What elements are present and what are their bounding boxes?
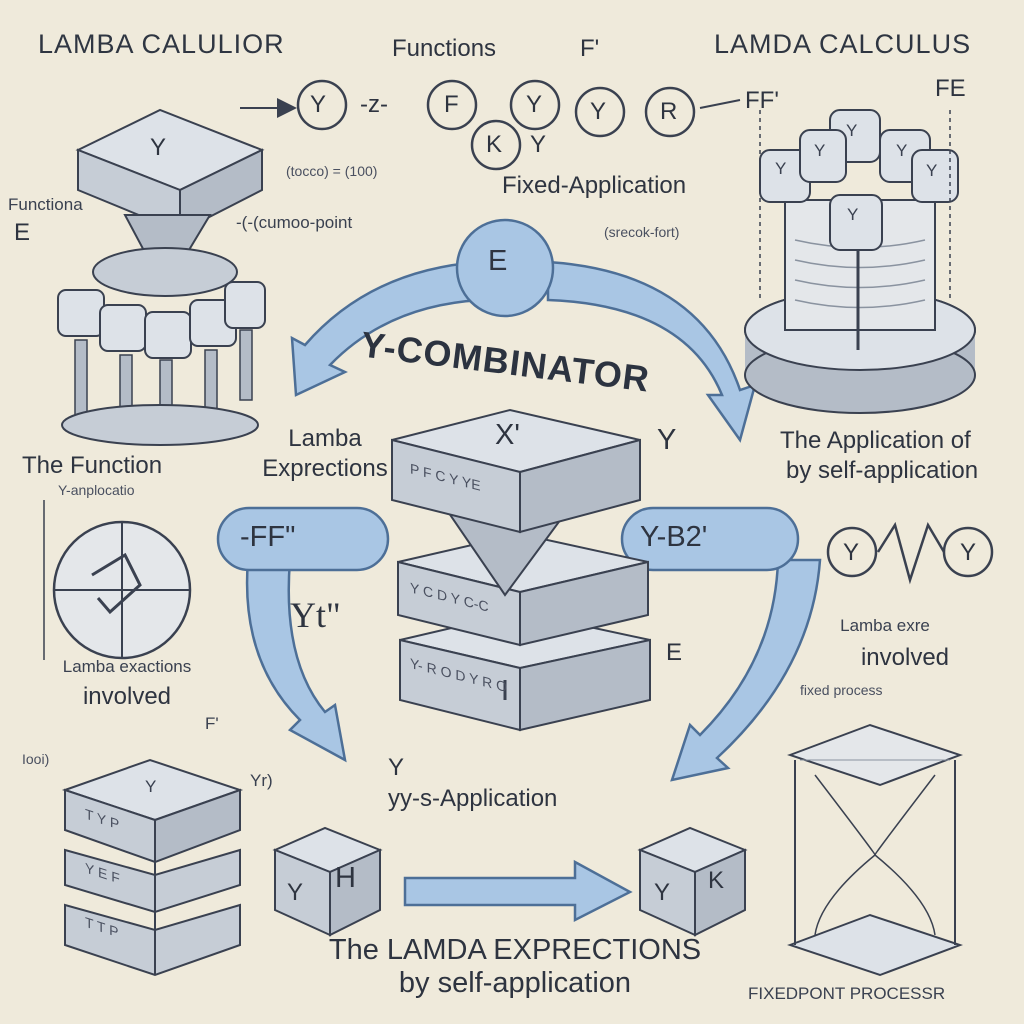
formula-y-1: Y	[310, 91, 327, 118]
label-lamba-exactions-1: Lamba exactions	[62, 657, 192, 676]
label-y-anplocation: Y-anplocatio	[58, 482, 135, 498]
label-lamba-exactions-2: involved	[82, 683, 172, 710]
label-functions-top: Functions	[392, 35, 497, 62]
label-yy-s-application: yy-s-Application	[388, 785, 558, 812]
label-paren-eq: (tocco) = (100)	[286, 163, 378, 179]
cube-right-face-k: K	[708, 867, 725, 894]
label-e-mark: E	[666, 639, 683, 666]
pill-right-label: Y-B2'	[640, 521, 708, 553]
heading-bottom-right: FIXEDPONT PROCESSR	[748, 984, 946, 1003]
formula-f: F	[444, 91, 459, 118]
formula-z: -z-	[360, 91, 388, 118]
top-left-block-letter: Y	[150, 134, 167, 161]
label-application-of-2: by self-application	[786, 457, 979, 484]
formula-r: R	[660, 98, 678, 125]
bottom-left-top-letter: Y	[145, 777, 157, 796]
cube-right-face-y: Y	[654, 879, 671, 906]
formula-circles	[240, 79, 741, 171]
cyl-letter-3: Y	[814, 141, 826, 160]
cyl-letter-4: Y	[896, 141, 908, 160]
pill-shapes	[216, 218, 800, 572]
label-lamba-expr-1: Lamba	[288, 425, 362, 452]
label-f-mid-left: F'	[205, 714, 219, 733]
cycle-arrows	[245, 260, 822, 923]
label-fixed-application: Fixed-Application	[502, 172, 687, 199]
center-stack	[391, 408, 651, 732]
arrow-top-left	[290, 260, 484, 397]
label-yt: Yt"	[290, 595, 341, 635]
cyl-letter-5: Y	[926, 161, 938, 180]
pill-left	[216, 506, 390, 572]
bottom-cubes	[272, 826, 748, 937]
label-yr-paren: Yr)	[250, 771, 273, 790]
label-lamba-expr-2: Exprections	[262, 455, 388, 482]
top-right-cylinder	[744, 109, 976, 414]
formula-y-3: Y	[590, 98, 607, 125]
center-block-top-letter: X'	[495, 419, 520, 451]
label-functiona: Functiona	[8, 195, 83, 214]
formula-y-row2: Y	[530, 131, 547, 158]
formula-y-2: Y	[526, 91, 543, 118]
label-fixed-process: fixed process	[800, 682, 883, 698]
pill-circle-label: E	[488, 245, 508, 277]
label-application-of-1: The Application of	[780, 427, 971, 454]
label-the-function: The Function	[22, 452, 163, 479]
arrow-left-down	[245, 558, 347, 763]
pill-circle	[455, 218, 555, 318]
label-y-apostrophe: Y	[657, 424, 677, 456]
cyl-letter-2: Y	[775, 159, 787, 178]
arrow-top-right	[546, 260, 757, 443]
zigzag-figure	[826, 521, 994, 585]
heading-bottom-2: by self-application	[398, 967, 632, 999]
hourglass-frame	[787, 723, 963, 977]
label-fe-top-right: FE	[935, 75, 966, 102]
heading-top-right: LAMDA CALCULUS	[714, 29, 972, 59]
arrow-bottom	[403, 859, 633, 923]
left-circle-figure	[43, 500, 192, 660]
label-y-small: Y	[388, 754, 405, 781]
heading-top-left: LAMBA CALULIOR	[38, 29, 285, 59]
formula-k: K	[486, 131, 503, 158]
heading-bottom-1: The LAMDA EXPRECTIONS	[328, 934, 702, 966]
cube-left-face-h: H	[335, 862, 356, 894]
cyl-letter-1: Y	[846, 121, 858, 140]
label-ioo-paren: Iooi)	[22, 751, 50, 767]
label-lamba-involved-1: Lamba exre	[840, 616, 930, 635]
label-ff-top-right: FF'	[745, 87, 779, 114]
pill-right	[620, 506, 800, 572]
cyl-letter-6: Y	[847, 205, 859, 224]
zigzag-y-left: Y	[843, 539, 860, 566]
top-left-machine	[57, 108, 266, 446]
bottom-left-stack	[61, 758, 244, 977]
arrow-right-down	[670, 558, 822, 782]
label-reck-fort: (srecok-fort)	[604, 224, 680, 240]
zigzag-y-right: Y	[960, 539, 977, 566]
label-combo-point: -(-(cumoo-point	[236, 213, 353, 232]
label-e-left: E	[14, 219, 31, 246]
cube-left-face-y: Y	[287, 879, 304, 906]
pill-left-label: -FF"	[240, 521, 296, 553]
label-f-prime-top: F'	[580, 35, 600, 62]
label-lamba-involved-2: involved	[860, 644, 950, 671]
